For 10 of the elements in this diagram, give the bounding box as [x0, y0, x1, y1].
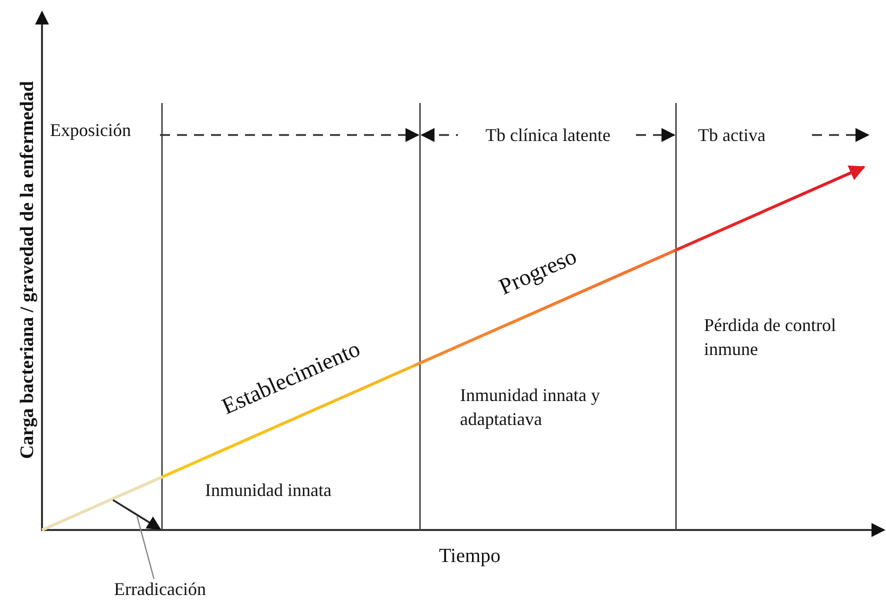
axis-title: Tiempo: [439, 544, 501, 568]
callout-text: Erradicación: [114, 577, 206, 601]
annotation-text: Inmunidad innata y adaptatiava: [460, 384, 601, 431]
annotation-text: Inmunidad innata: [205, 479, 332, 502]
phase-label: Tb activa: [698, 124, 766, 147]
leader-line: [136, 516, 155, 580]
eradication-arrow: [112, 499, 162, 530]
annotation-text: Pérdida de control inmune: [704, 314, 837, 361]
axis-title: Carga bacteriana / gravedad de la enfermedad: [16, 81, 39, 459]
phase-label: Exposición: [50, 119, 131, 142]
